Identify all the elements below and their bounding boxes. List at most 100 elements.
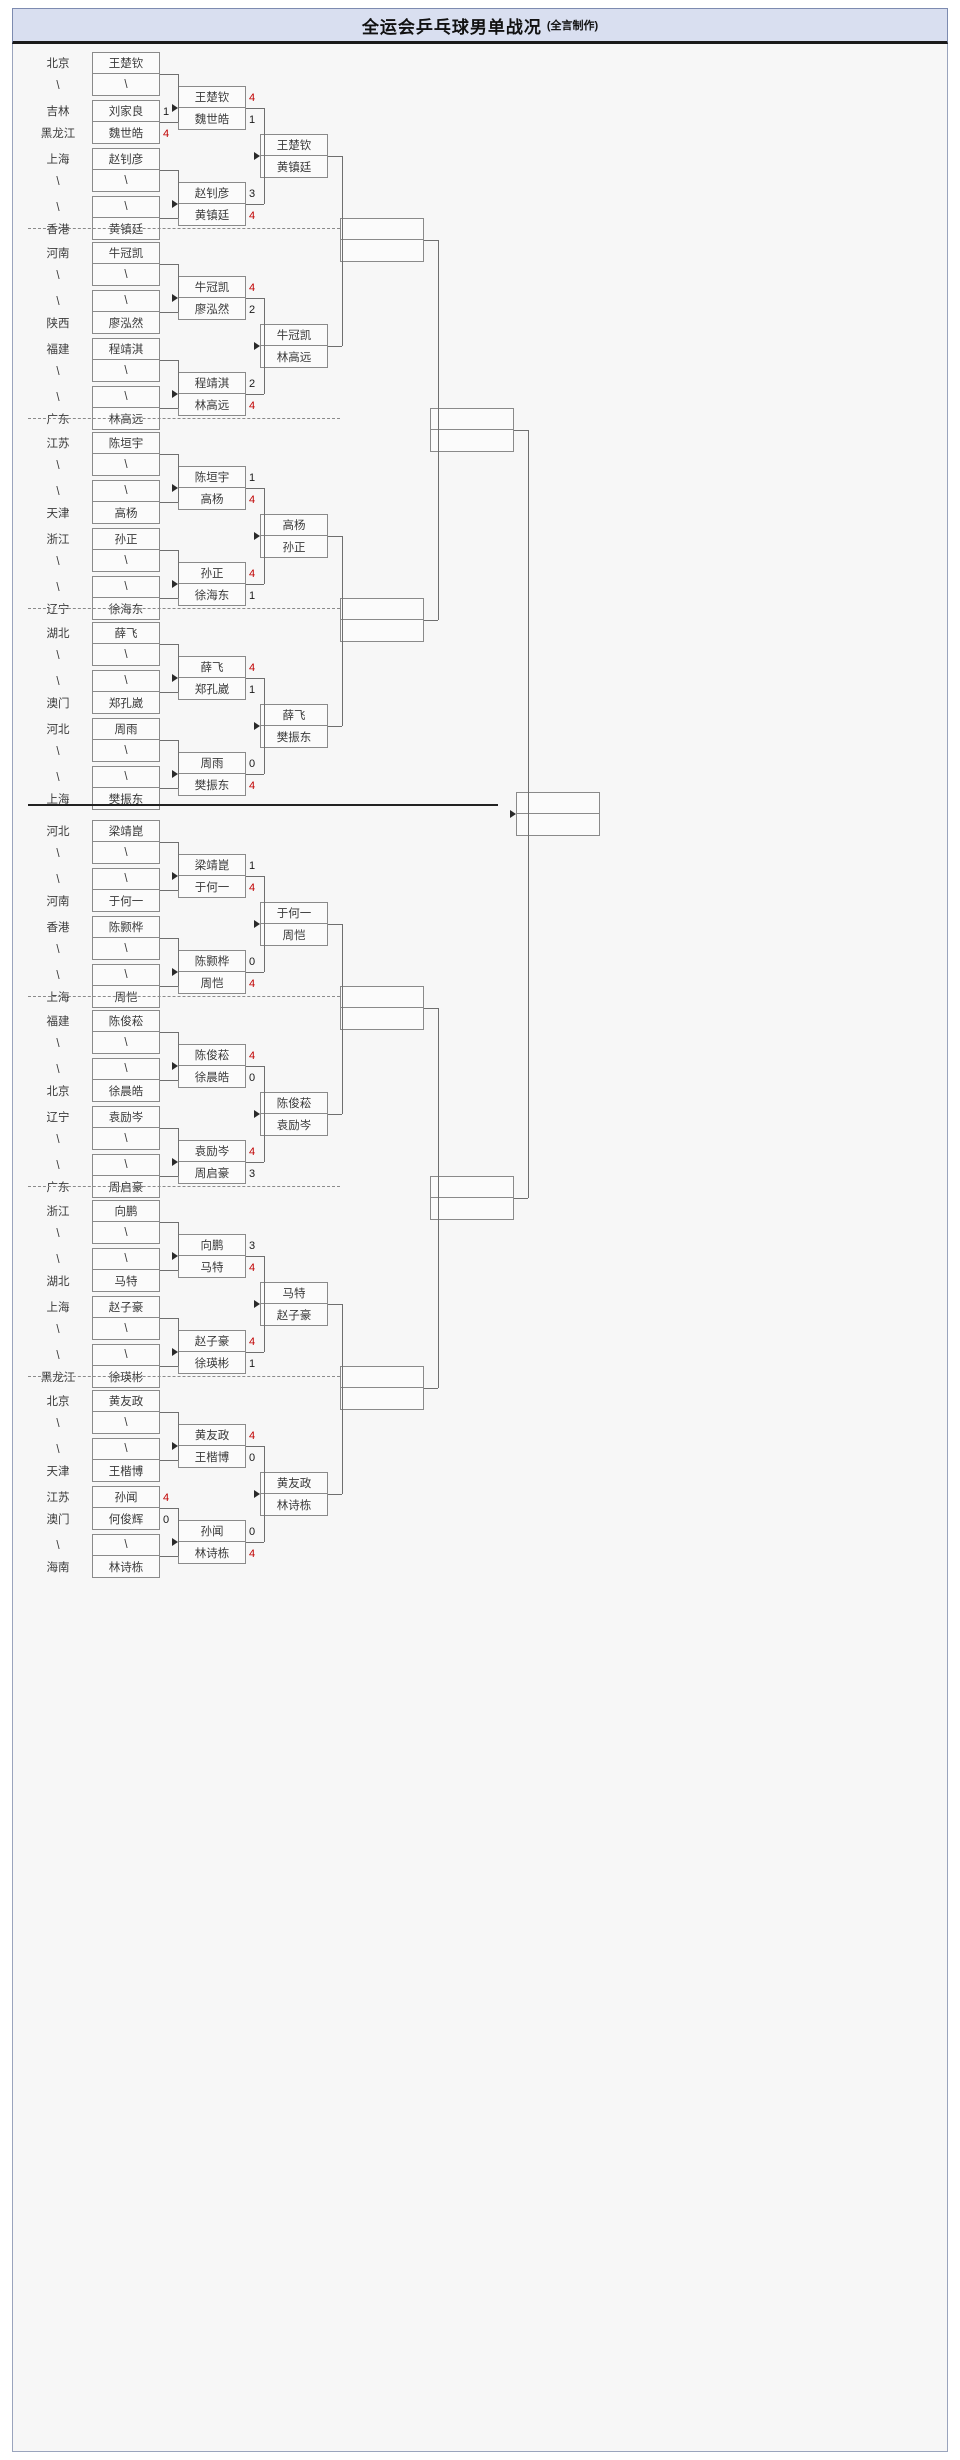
arrow-r2-g7-1 bbox=[172, 1348, 178, 1356]
match-r1-g4-1-bottom: 郑孔崴 bbox=[108, 697, 144, 710]
match-r1-g5-1-bottom: 于何一 bbox=[108, 895, 144, 908]
conn-r1-bot-g3-1 bbox=[160, 598, 178, 599]
match-r1-g6-2: 袁励岑\ bbox=[92, 1106, 160, 1150]
match-r1-g5-3-top: \ bbox=[93, 965, 159, 986]
conn-v-g5-0 bbox=[178, 842, 179, 890]
match-r4-0-top bbox=[341, 219, 423, 240]
conn-r1-bot-g4-1 bbox=[160, 788, 178, 789]
match-r1-g6-0: 陈俊菘\ bbox=[92, 1010, 160, 1054]
match-final bbox=[516, 792, 600, 836]
seed-province-g4-3-top: \ bbox=[56, 772, 60, 784]
match-r1-g5-2-top: 陈颢桦 bbox=[93, 917, 159, 938]
seed-province-g5-1-bottom: 河南 bbox=[46, 896, 70, 908]
match-r1-g3-1-bottom: 高杨 bbox=[114, 507, 138, 520]
conn-r1-top-g2-0 bbox=[160, 264, 178, 265]
arrow-r2-g4-1 bbox=[172, 770, 178, 778]
seed-province-g8-2-bottom: 澳门 bbox=[46, 1514, 70, 1526]
group-divider-6 bbox=[28, 1376, 340, 1377]
score-r2-g3-0-bottom: 4 bbox=[249, 494, 256, 506]
match-r1-g7-3-top: \ bbox=[93, 1345, 159, 1366]
match-final-bottom bbox=[517, 814, 599, 835]
match-r1-g3-3-top: \ bbox=[93, 577, 159, 598]
match-r1-g2-2-top: 程靖淇 bbox=[93, 339, 159, 360]
match-r2-g1-1-top: 赵钊彦 bbox=[179, 183, 245, 204]
match-r1-g3-0: 陈垣宇\ bbox=[92, 432, 160, 476]
conn-r4-bot-0 bbox=[424, 620, 438, 621]
score-r2-g7-0-bottom: 4 bbox=[249, 1262, 256, 1274]
match-r1-g6-1: \徐晨皓 bbox=[92, 1058, 160, 1102]
conn-r1-bot-g7-0 bbox=[160, 1270, 178, 1271]
match-r1-g6-3-top: \ bbox=[93, 1155, 159, 1176]
match-r4-3 bbox=[340, 1366, 424, 1410]
conn-r2-bot-g7 bbox=[246, 1352, 264, 1353]
seed-province-g7-1-top: \ bbox=[56, 1254, 60, 1266]
seed-province-g3-3-top: \ bbox=[56, 582, 60, 594]
score-r2-g2-0-bottom: 2 bbox=[249, 304, 256, 316]
conn-v4-0 bbox=[438, 240, 439, 620]
conn-v-g2-1 bbox=[178, 360, 179, 408]
match-r2-g3-0: 陈垣宇高杨 bbox=[178, 466, 246, 510]
match-r2-g6-0-bottom: 徐晨皓 bbox=[194, 1071, 230, 1084]
group-divider-2 bbox=[28, 608, 340, 609]
seed-province-g2-3-top: \ bbox=[56, 392, 60, 404]
match-r3-g2-top: 牛冠凯 bbox=[261, 325, 327, 346]
match-r1-g1-3-bottom: 黄镇廷 bbox=[108, 223, 144, 236]
group-divider-0 bbox=[28, 228, 340, 229]
match-r5-0 bbox=[430, 408, 514, 452]
match-r1-g7-1-top: \ bbox=[93, 1249, 159, 1270]
conn-v3-1 bbox=[342, 536, 343, 726]
conn-r1-top-g5-0 bbox=[160, 842, 178, 843]
conn-v3-3 bbox=[342, 1304, 343, 1494]
arrow-final bbox=[510, 810, 516, 818]
conn-r1-top-g8-1 bbox=[160, 1508, 178, 1509]
arrow-r2-g5-1 bbox=[172, 968, 178, 976]
match-r4-2-bottom bbox=[341, 1008, 423, 1029]
score-r2-g7-1-top: 4 bbox=[249, 1336, 256, 1348]
match-r2-g7-0: 向鹏马特 bbox=[178, 1234, 246, 1278]
conn-v4-1 bbox=[438, 1008, 439, 1388]
match-r1-g5-3: \周恺 bbox=[92, 964, 160, 1008]
match-r2-g3-1-bottom: 徐海东 bbox=[194, 589, 230, 602]
match-r1-g5-2-bottom: \ bbox=[124, 942, 128, 955]
match-r1-g4-0-bottom: \ bbox=[124, 648, 128, 661]
conn-v2-g4 bbox=[264, 678, 265, 774]
conn-r3-bot-3 bbox=[328, 1494, 342, 1495]
match-r3-g3: 高杨孙正 bbox=[260, 514, 328, 558]
score-r2-g1-0-bottom: 1 bbox=[249, 114, 256, 126]
match-r2-g8-0: 黄友政王楷博 bbox=[178, 1424, 246, 1468]
match-r2-g8-1-bottom: 林诗栋 bbox=[194, 1547, 230, 1560]
match-r1-g6-0-bottom: \ bbox=[124, 1036, 128, 1049]
match-r3-g1-bottom: 黄镇廷 bbox=[276, 161, 312, 174]
match-r1-g6-2-bottom: \ bbox=[124, 1132, 128, 1145]
match-r1-g3-1-top: \ bbox=[93, 481, 159, 502]
score-r2-g1-1-bottom: 4 bbox=[249, 210, 256, 222]
match-r1-g4-2-top: 周雨 bbox=[93, 719, 159, 740]
match-r1-g1-3-top: \ bbox=[93, 197, 159, 218]
score-r2-g5-0-bottom: 4 bbox=[249, 882, 256, 894]
conn-r1-top-g2-1 bbox=[160, 360, 178, 361]
conn-v3-0 bbox=[342, 156, 343, 346]
seed-province-g3-1-top: \ bbox=[56, 486, 60, 498]
group-divider-1 bbox=[28, 418, 340, 419]
match-r1-g4-2: 周雨\ bbox=[92, 718, 160, 762]
seed-province-g6-1-bottom: 北京 bbox=[46, 1086, 70, 1098]
conn-v-g7-0 bbox=[178, 1222, 179, 1270]
arrow-r2-g4-0 bbox=[172, 674, 178, 682]
match-r5-0-bottom bbox=[431, 430, 513, 451]
match-r2-g4-1: 周雨樊振东 bbox=[178, 752, 246, 796]
page-title: 全运会乒乓球男单战况 bbox=[361, 17, 542, 37]
conn-v5 bbox=[528, 430, 529, 1198]
conn-v2-g6 bbox=[264, 1066, 265, 1162]
match-r4-0 bbox=[340, 218, 424, 262]
arrow-r2-g6-0 bbox=[172, 1062, 178, 1070]
arrow-r2-g1-1 bbox=[172, 200, 178, 208]
conn-v-g7-1 bbox=[178, 1318, 179, 1366]
match-r3-g6-bottom: 袁励岑 bbox=[276, 1119, 312, 1132]
match-r2-g4-0: 薛飞郑孔崴 bbox=[178, 656, 246, 700]
match-r3-g6: 陈俊菘袁励岑 bbox=[260, 1092, 328, 1136]
match-r1-g4-0-top: 薛飞 bbox=[93, 623, 159, 644]
arrow-r3-g3 bbox=[254, 532, 260, 540]
conn-r3-top-1 bbox=[328, 536, 342, 537]
score-r2-g6-1-bottom: 3 bbox=[249, 1168, 256, 1180]
